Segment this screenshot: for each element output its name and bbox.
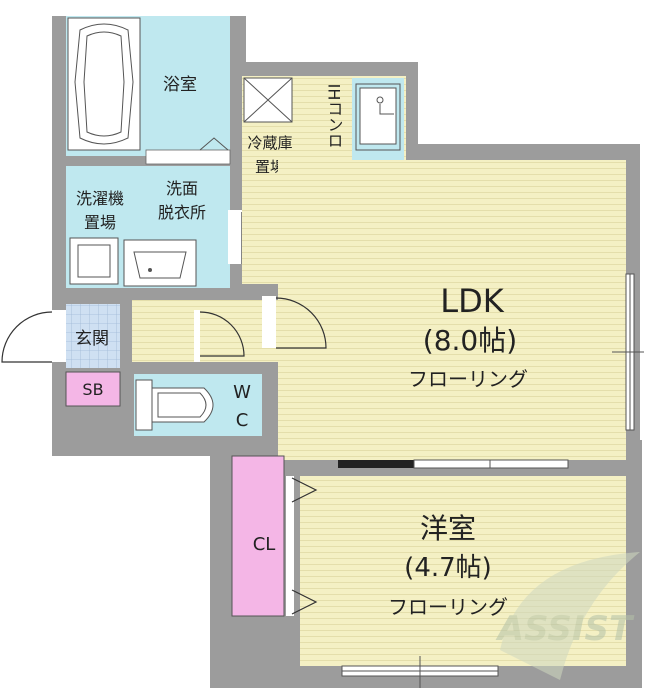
bathtub-icon [74, 23, 134, 145]
sliding-partition [338, 459, 569, 469]
laundry-label-line1: 洗濯機 [76, 189, 124, 208]
wc-label-line2: C [236, 410, 249, 431]
hall-door [199, 311, 245, 357]
ldk-window [612, 273, 644, 431]
laundry-label-line2: 置場 [84, 213, 116, 232]
ldk-flooring: フローリング [408, 367, 528, 391]
ldk-door [275, 297, 327, 349]
assist-watermark: ASSIST [495, 552, 640, 680]
ldk-size: (8.0帖) [423, 324, 517, 357]
shoebox-label: SB [82, 380, 103, 399]
closet: CL [231, 455, 318, 617]
kitchen-sink-icon [359, 87, 397, 145]
bath-label: 浴室 [163, 75, 197, 95]
ldk-title: LDK [440, 282, 504, 320]
entrance-label: 玄関 [75, 329, 109, 349]
washroom-label-line1: 洗面 [166, 179, 198, 198]
fridge-label-line1: 冷蔵庫 [247, 134, 292, 152]
fridge-space-icon [243, 77, 293, 123]
western-window [341, 656, 499, 688]
stove-label: IHコンロ [325, 84, 344, 149]
washroom: 洗濯機 置場 洗面 脱衣所 [66, 166, 295, 288]
hallway [132, 296, 327, 362]
washing-machine-icon [69, 237, 119, 285]
watermark-swoosh-icon [500, 552, 640, 680]
closet-label: CL [253, 534, 276, 555]
ldk-room: LDK (8.0帖) フローリング [242, 160, 644, 460]
wc-room: W C [134, 374, 262, 436]
washroom-label-line2: 脱衣所 [158, 203, 206, 222]
toilet-icon [135, 379, 214, 431]
fridge-label-line2: 置場 [255, 158, 285, 176]
sink-icon [123, 239, 197, 287]
watermark-text: ASSIST [495, 609, 635, 649]
western-size: (4.7帖) [404, 553, 492, 583]
western-title: 洋室 [420, 512, 476, 545]
bathroom: 浴室 [66, 16, 231, 165]
entrance-door [1, 311, 53, 363]
western-flooring: フローリング [388, 595, 508, 619]
entrance: 玄関 SB [1, 304, 121, 407]
wc-label-line1: W [233, 382, 251, 403]
closet-door-upper [291, 477, 318, 503]
closet-door-lower [291, 589, 318, 615]
